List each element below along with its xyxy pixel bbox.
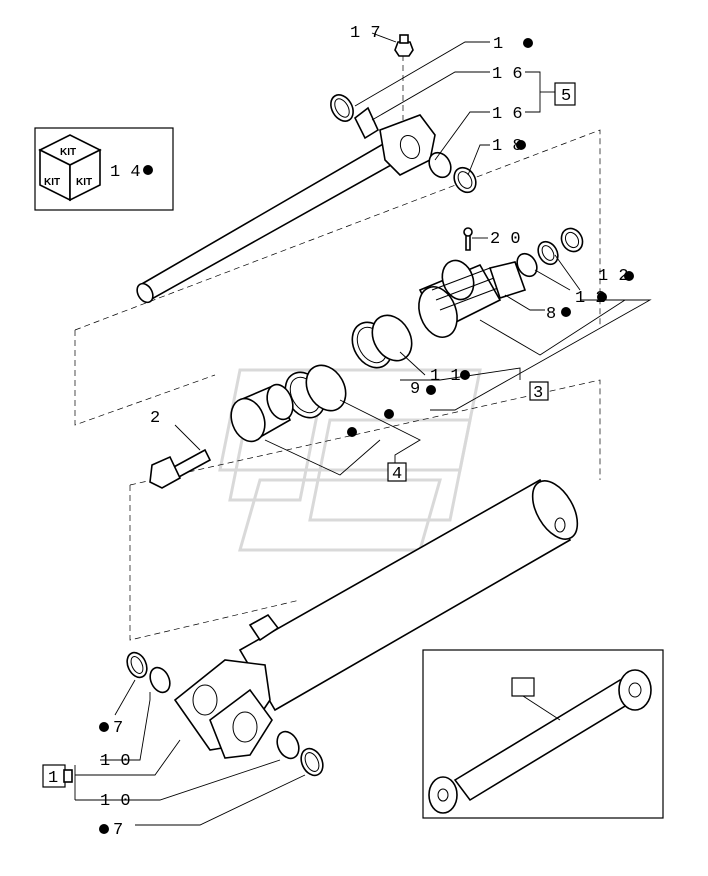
bolt-part — [149, 448, 212, 489]
callout-box-5 — [554, 82, 576, 106]
callout-7-b: 7 — [113, 821, 123, 840]
callout-10-a: 1 0 — [100, 752, 131, 771]
kit-label-right: KIT — [76, 177, 92, 188]
callout-box-1-inset — [511, 677, 535, 697]
kit-cube-icon: KIT KIT KIT — [38, 134, 102, 202]
callout-4: 4 — [392, 465, 402, 484]
callout-1-top-dot — [523, 38, 533, 48]
piston-part — [230, 383, 294, 443]
kit-label-top: KIT — [60, 147, 76, 158]
kit-label-left: KIT — [44, 177, 60, 188]
fitting-icon — [63, 769, 73, 783]
callout-piston-dot-b — [347, 427, 357, 437]
callout-8-dot — [561, 307, 571, 317]
callout-12-b-dot — [597, 292, 607, 302]
callout-labels: 1 7 1 1 6 5 1 6 1 8 2 0 1 2 1 2 8 1 1 9 … — [48, 24, 634, 840]
callout-17: 1 7 — [350, 24, 381, 43]
callout-7-a: 7 — [113, 719, 123, 738]
right-seal-rings — [516, 227, 584, 278]
callout-16-b: 1 6 — [492, 105, 523, 124]
box-callouts — [42, 82, 576, 788]
cylinder-barrel-part — [173, 478, 579, 759]
callout-9-dot — [426, 385, 436, 395]
callout-8: 8 — [546, 305, 556, 324]
piston-rod-part — [136, 114, 436, 304]
kit-indicator-dot-icon — [143, 165, 153, 175]
callout-18-dot — [516, 140, 526, 150]
callout-piston-dot-a — [384, 409, 394, 419]
callout-12-b: 1 2 — [575, 289, 606, 308]
callout-9: 9 — [410, 380, 420, 399]
callout-12-a: 1 2 — [598, 267, 629, 286]
callout-16-a: 1 6 — [492, 65, 523, 84]
callout-7-a-dot — [99, 722, 109, 732]
leader-lines — [74, 32, 652, 826]
pin-part — [463, 227, 473, 251]
callout-3: 3 — [533, 384, 543, 403]
callout-11-dot — [460, 370, 470, 380]
callout-20: 2 0 — [490, 230, 521, 249]
callout-1-top: 1 — [493, 35, 503, 54]
assembled-cylinder-inset — [422, 649, 664, 819]
callout-12-a-dot — [624, 271, 634, 281]
top-seal-rings — [330, 94, 477, 194]
grease-nipple-part — [394, 34, 414, 57]
callout-7-b-dot — [99, 824, 109, 834]
callout-1-bottom: 1 — [48, 769, 58, 788]
callout-2: 2 — [150, 409, 160, 428]
callout-10-b: 1 0 — [100, 792, 131, 811]
callout-14: 1 4 — [110, 163, 141, 182]
callout-5: 5 — [561, 87, 571, 106]
middle-o-rings — [284, 314, 413, 419]
kit-box: KIT KIT KIT 1 4 — [34, 127, 174, 211]
callout-box-4 — [387, 462, 407, 482]
callout-11: 1 1 — [430, 367, 461, 386]
callout-18: 1 8 — [492, 137, 523, 156]
callout-box-3 — [529, 381, 549, 401]
cylinder-head-part — [418, 259, 527, 338]
bottom-rings — [126, 651, 324, 777]
